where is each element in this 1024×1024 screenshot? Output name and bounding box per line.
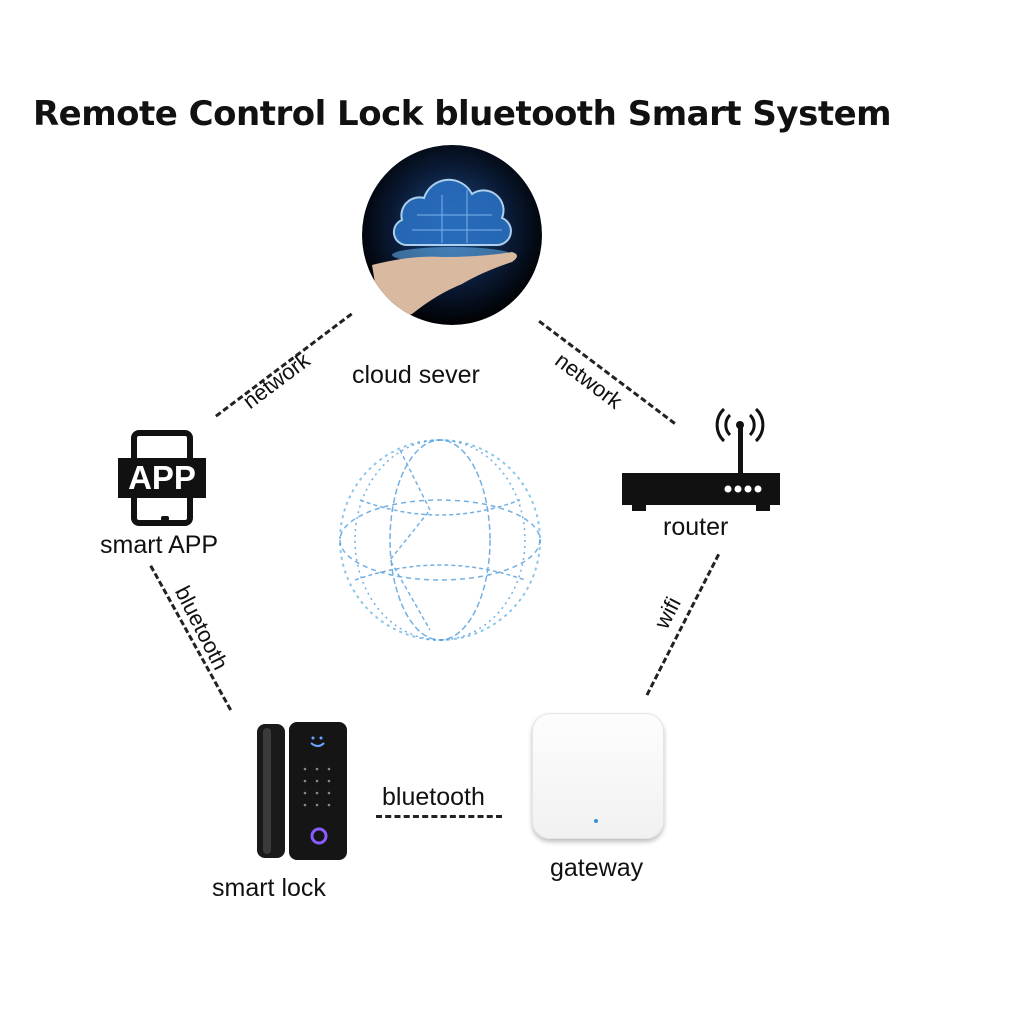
router-icon: [620, 405, 782, 513]
app-icon-text: APP: [118, 458, 206, 498]
bluetooth-link-bottom: [376, 815, 502, 818]
network-label-left: network: [237, 347, 315, 414]
router-label: router: [663, 513, 729, 541]
page-title: Remote Control Lock bluetooth Smart Syst…: [33, 94, 892, 134]
globe-icon: [330, 430, 550, 650]
smart-lock-label: smart lock: [212, 874, 326, 902]
smart-lock-icon: [255, 720, 351, 862]
cloud-server-label: cloud sever: [352, 361, 480, 389]
bluetooth-label-bottom: bluetooth: [382, 783, 485, 811]
gateway-label: gateway: [550, 854, 644, 882]
cloud-hand-icon: [362, 145, 542, 325]
gateway-icon: [532, 713, 664, 839]
smart-app-label: smart APP: [100, 531, 219, 559]
